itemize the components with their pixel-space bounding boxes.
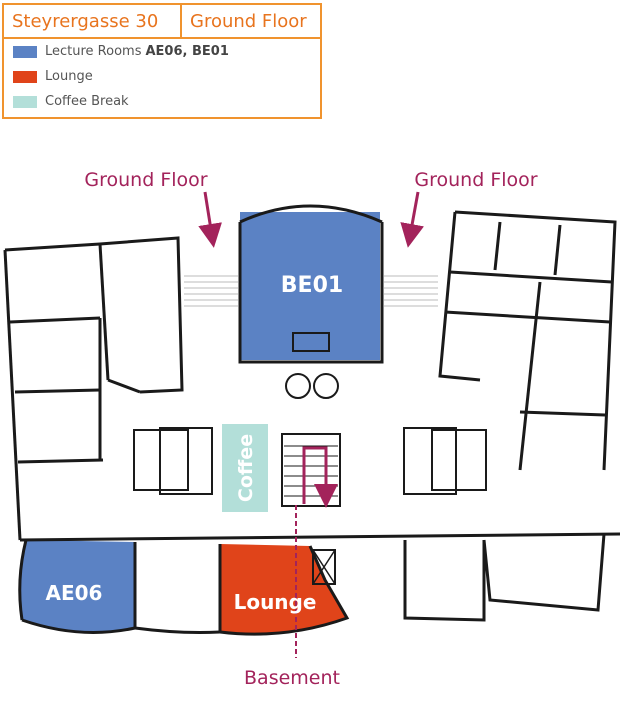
wall-lines (3, 204, 621, 636)
legend-item-bold: AE06, BE01 (145, 44, 229, 59)
room-ae06-fill[interactable] (19, 540, 135, 633)
room-lounge-label: Lounge (234, 590, 317, 614)
legend-item-lounge: Lounge (4, 64, 320, 89)
legend-item-label: Coffee Break (45, 94, 129, 109)
legend-swatch-red (13, 70, 37, 83)
room-be01-label: BE01 (281, 273, 343, 298)
legend-item-coffee-break: Coffee Break (4, 89, 320, 114)
left-entrance-label: Ground Floor (84, 169, 207, 191)
right-entrance-arrow (400, 191, 424, 248)
legend-item-label: Lecture Rooms (45, 44, 142, 59)
right-entrance-label: Ground Floor (414, 169, 537, 191)
basement-label: Basement (244, 667, 340, 689)
room-be01-fill[interactable] (240, 212, 380, 360)
room-ae06-label: AE06 (46, 581, 103, 605)
room-lounge-fill[interactable] (220, 544, 347, 635)
route-arrows (198, 191, 424, 508)
room-coffee-label: Coffee (235, 434, 257, 502)
legend: Steyrergasse 30 Ground Floor Lecture Roo… (2, 3, 322, 119)
stair-hatch (284, 445, 338, 497)
legend-swatch-blue (13, 45, 37, 58)
stair-down-arrow (302, 446, 338, 508)
bridge-hatch (184, 275, 438, 307)
legend-floor-name: Ground Floor (190, 10, 307, 32)
legend-header: Steyrergasse 30 Ground Floor (4, 5, 320, 39)
legend-building-name: Steyrergasse 30 (4, 5, 182, 37)
room-coffee-fill[interactable] (222, 424, 268, 512)
legend-item-label: Lounge (45, 69, 93, 84)
legend-item-lecture-rooms: Lecture Rooms AE06, BE01 (4, 39, 320, 64)
legend-swatch-mint (13, 95, 37, 108)
left-entrance-arrow (198, 191, 222, 248)
